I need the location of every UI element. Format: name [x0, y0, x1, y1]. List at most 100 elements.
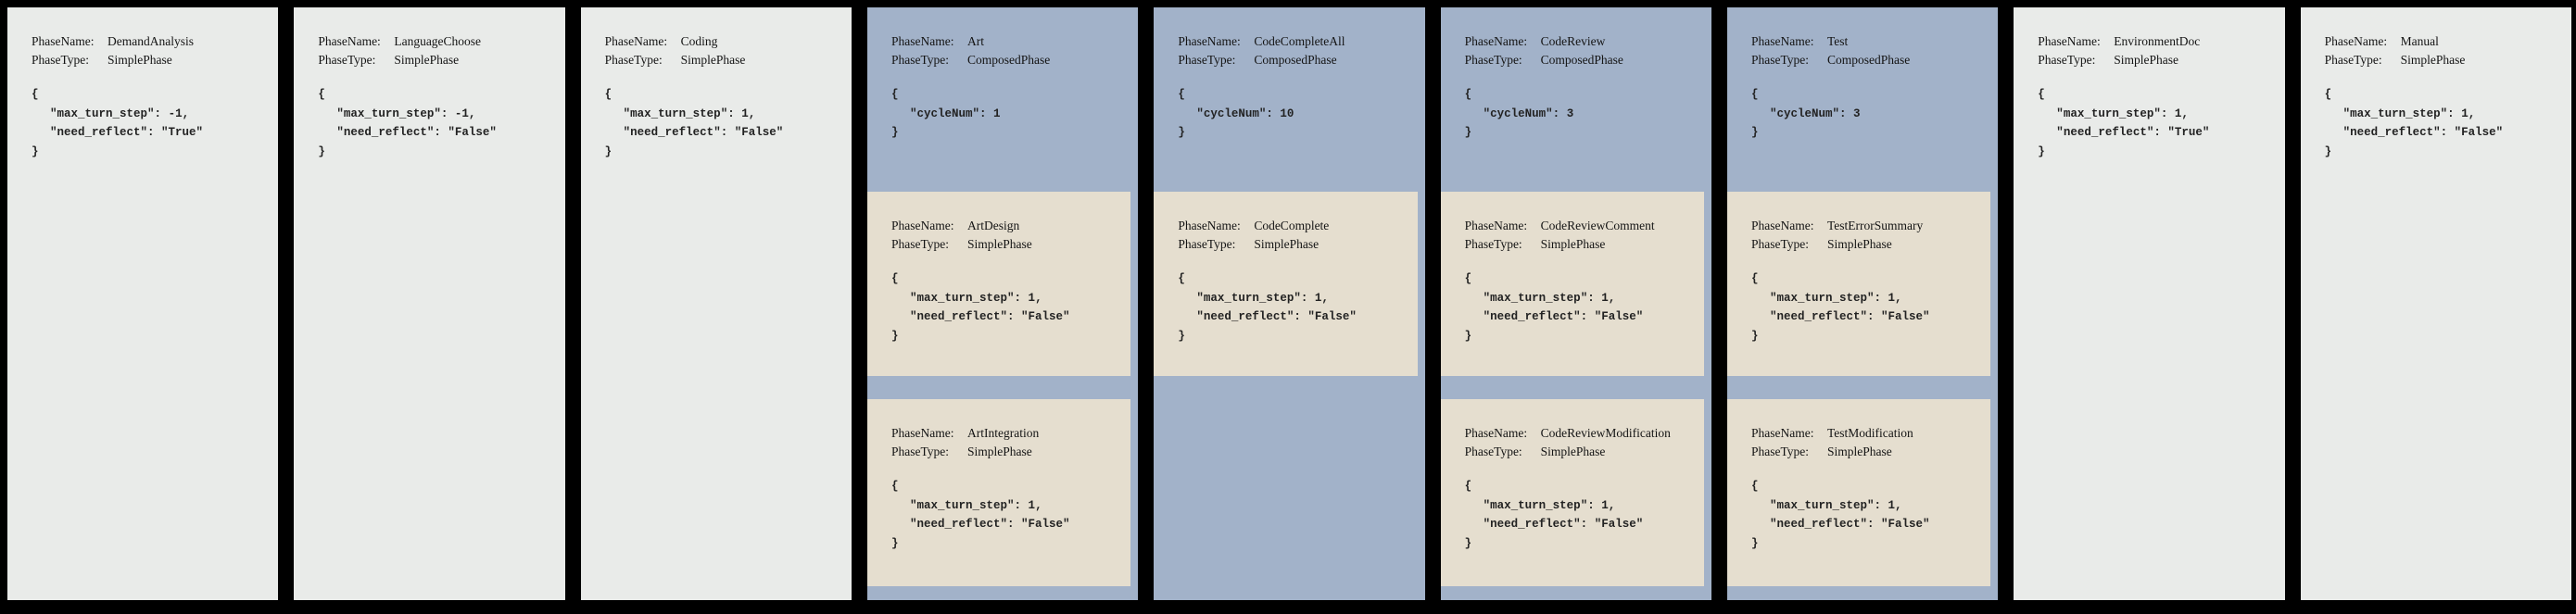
config-key: cycleNum — [1776, 107, 1833, 120]
config-entry-need-reflect: "need_reflect": "False" — [909, 310, 1070, 323]
phase-name-value: LanguageChoose — [394, 34, 482, 48]
json-open-brace: { — [604, 88, 612, 101]
json-open-brace: { — [318, 88, 325, 101]
config-value: 3 — [1853, 107, 1861, 120]
config-value: 1 — [1888, 498, 1896, 512]
phase-type-label: PhaseType: — [890, 53, 950, 67]
config-key: need_reflect — [916, 518, 1001, 531]
config-entry-need-reflect: "need_reflect": "False" — [1196, 310, 1357, 323]
config-key: max_turn_step — [1776, 498, 1868, 512]
phase-name-value: CodeComplete — [1254, 219, 1330, 232]
phase-name-value: CodeReview — [1540, 34, 1606, 48]
phase-name-value: Art — [966, 34, 984, 48]
config-key: cycleNum — [1203, 107, 1259, 120]
json-close-brace: } — [1178, 329, 1185, 343]
config-value: "False" — [1594, 518, 1644, 531]
phase-card-environment-doc: PhaseName: EnvironmentDoc PhaseType: Sim… — [2014, 7, 2284, 161]
json-close-brace: } — [1750, 536, 1759, 550]
config-key: max_turn_step — [1776, 291, 1868, 305]
phase-name-row: PhaseName: EnvironmentDoc — [2038, 32, 2275, 51]
phase-name-label: PhaseName: — [890, 426, 954, 440]
config-key: need_reflect — [1203, 310, 1287, 323]
phase-column-manual: PhaseName: Manual PhaseType: SimplePhase… — [2300, 7, 2571, 600]
phase-column-language-choose: PhaseName: LanguageChoose PhaseType: Sim… — [294, 7, 565, 600]
config-entry-max-turn-step: "max_turn_step": 1, — [1483, 498, 1616, 512]
phase-config-json: {"max_turn_step": 1,"need_reflect": "Fal… — [1751, 269, 1981, 345]
phase-type-value: SimplePhase — [1540, 445, 1606, 458]
config-value: 1 — [2174, 107, 2182, 120]
config-value: "False" — [2454, 126, 2504, 139]
config-value: 1 — [1601, 498, 1609, 512]
phase-name-label: PhaseName: — [1464, 426, 1528, 440]
phase-column-test: PhaseName: Test PhaseType: ComposedPhase… — [1726, 7, 1999, 600]
json-close-brace: } — [1464, 329, 1472, 343]
config-key: need_reflect — [343, 126, 427, 139]
phase-name-value: CodeReviewModification — [1540, 426, 1671, 440]
config-entry-cycleNum: "cycleNum": 1 — [909, 107, 1001, 120]
phase-type-value: ComposedPhase — [1826, 53, 1911, 67]
config-entry-need-reflect: "need_reflect": "False" — [1483, 518, 1644, 531]
phase-type-row: PhaseType: SimplePhase — [1465, 235, 1695, 254]
phase-type-value: ComposedPhase — [1254, 53, 1337, 67]
phase-card-manual: PhaseName: Manual PhaseType: SimplePhase… — [2301, 7, 2571, 161]
phase-meta: PhaseName: TestErrorSummary PhaseType: S… — [1751, 217, 1981, 254]
config-key: max_turn_step — [916, 498, 1008, 512]
phase-meta: PhaseName: Art PhaseType: ComposedPhase — [891, 32, 1129, 69]
phase-name-label: PhaseName: — [1750, 426, 1814, 440]
config-value: 1 — [741, 107, 749, 120]
phase-type-label: PhaseType: — [1464, 445, 1522, 458]
phase-type-value: SimplePhase — [1540, 237, 1606, 251]
json-close-brace: } — [1464, 126, 1472, 139]
phase-type-label: PhaseType: — [1464, 53, 1522, 67]
config-key: max_turn_step — [2063, 107, 2154, 120]
json-close-brace: } — [1750, 126, 1759, 139]
phase-config-json: {"max_turn_step": 1,"need_reflect": "Fal… — [1465, 477, 1695, 553]
phase-name-row: PhaseName: DemandAnalysis — [32, 32, 269, 51]
phase-name-label: PhaseName: — [1464, 34, 1528, 48]
phase-type-value: SimplePhase — [966, 237, 1032, 251]
config-entry-need-reflect: "need_reflect": "False" — [1483, 310, 1644, 323]
phase-card-art: PhaseName: Art PhaseType: ComposedPhase … — [867, 7, 1138, 192]
json-close-brace: } — [32, 144, 39, 158]
config-entry-need-reflect: "need_reflect": "False" — [1769, 310, 1930, 323]
json-open-brace: { — [2038, 88, 2045, 101]
phase-meta: PhaseName: CodeCompleteAll PhaseType: Co… — [1178, 32, 1415, 69]
config-value: 1 — [1601, 291, 1609, 305]
config-entry-max-turn-step: "max_turn_step": 1, — [1769, 291, 1902, 305]
config-entry-max-turn-step: "max_turn_step": 1, — [1483, 291, 1616, 305]
phase-type-value: ComposedPhase — [1540, 53, 1623, 67]
phase-type-row: PhaseType: ComposedPhase — [1178, 51, 1415, 69]
phase-config-json: {"max_turn_step": 1,"need_reflect": "Fal… — [605, 85, 842, 161]
phase-column-code-review: PhaseName: CodeReview PhaseType: Compose… — [1440, 7, 1711, 600]
phase-config-json: {"max_turn_step": 1,"need_reflect": "Fal… — [891, 477, 1121, 553]
json-open-brace: { — [1178, 272, 1185, 285]
phase-meta: PhaseName: CodeReview PhaseType: Compose… — [1465, 32, 1702, 69]
phase-meta: PhaseName: CodeComplete PhaseType: Simpl… — [1178, 217, 1408, 254]
config-value: 1 — [1314, 291, 1322, 305]
phase-type-label: PhaseType: — [1750, 53, 1810, 67]
phase-name-label: PhaseName: — [318, 34, 381, 48]
config-entry-max-turn-step: "max_turn_step": -1, — [336, 107, 476, 120]
config-value: 10 — [1280, 107, 1294, 120]
config-value: "True" — [2167, 126, 2210, 139]
phase-meta: PhaseName: DemandAnalysis PhaseType: Sim… — [32, 32, 269, 69]
config-key: cycleNum — [1490, 107, 1547, 120]
phase-meta: PhaseName: ArtIntegration PhaseType: Sim… — [891, 424, 1121, 461]
phase-card-code-complete-all: PhaseName: CodeCompleteAll PhaseType: Co… — [1154, 7, 1424, 192]
json-open-brace: { — [2324, 88, 2332, 101]
config-value: "False" — [448, 126, 497, 139]
phase-type-row: PhaseType: SimplePhase — [891, 443, 1121, 461]
phase-name-label: PhaseName: — [32, 34, 95, 48]
phase-type-label: PhaseType: — [604, 53, 663, 67]
phase-name-value: TestErrorSummary — [1826, 219, 1924, 232]
json-open-brace: { — [890, 272, 899, 285]
config-entry-cycleNum: "cycleNum": 3 — [1483, 107, 1574, 120]
phase-card-code-review: PhaseName: CodeReview PhaseType: Compose… — [1441, 7, 1711, 192]
phase-name-row: PhaseName: Art — [891, 32, 1129, 51]
config-key: max_turn_step — [916, 291, 1008, 305]
phase-name-row: PhaseName: CodeComplete — [1178, 217, 1408, 235]
phase-name-label: PhaseName: — [1464, 219, 1528, 232]
config-key: max_turn_step — [1490, 498, 1581, 512]
phase-config-json: {"max_turn_step": -1,"need_reflect": "Fa… — [318, 85, 555, 161]
